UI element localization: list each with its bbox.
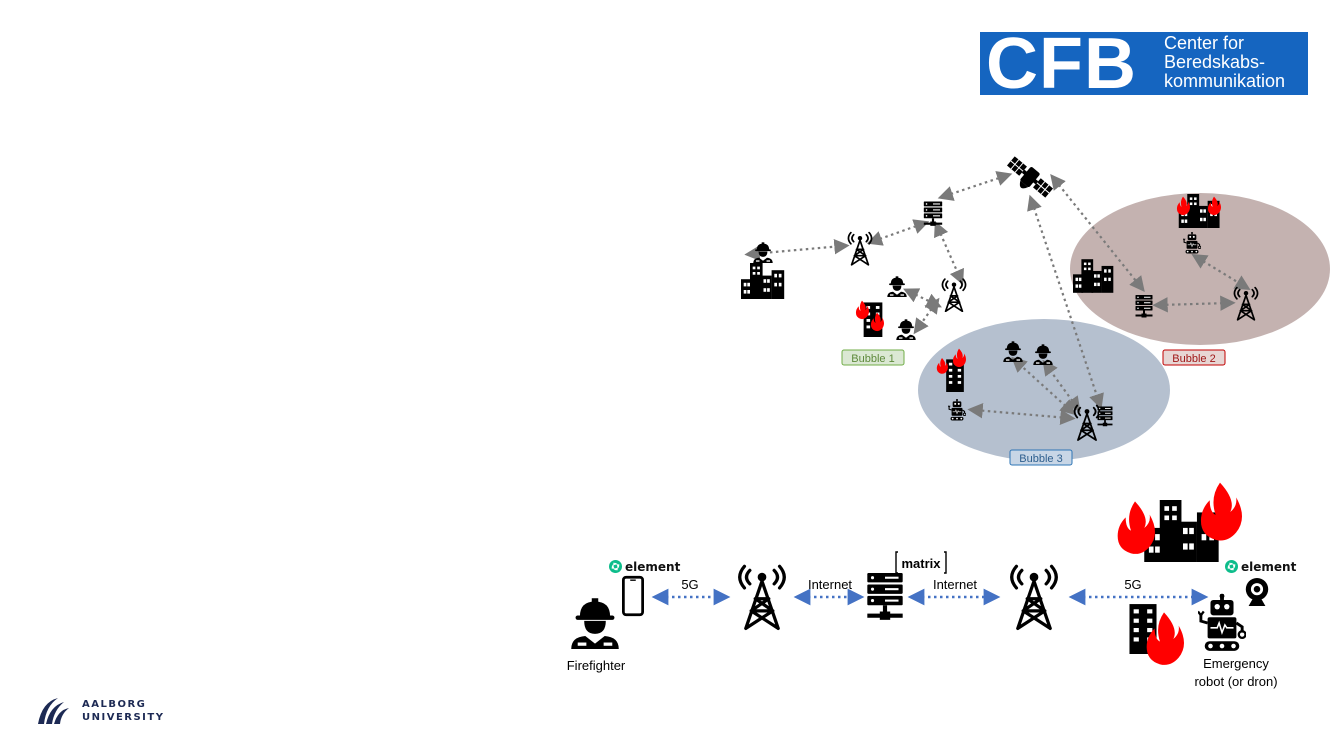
robot-icon: [1198, 592, 1246, 653]
aau-wave-icon: [38, 698, 69, 724]
cfb-logo-letters: CFB: [986, 24, 1137, 104]
matrix-server-icon: [867, 573, 903, 620]
cfb-logo: CFB Center for Beredskabs- kommunikation: [980, 26, 1308, 102]
webcam-icon: [1245, 578, 1269, 606]
aau-line-2: UNIVERSITY: [82, 712, 165, 723]
flame-icon: [1200, 482, 1242, 541]
bubble-1-label: Bubble 1: [851, 353, 894, 365]
cell-tower-right-icon: [1009, 564, 1059, 631]
link-5g-right-label: 5G: [1124, 577, 1141, 592]
robot-label-line-1: Emergency: [1203, 656, 1269, 671]
aau-logo: AALBORG UNIVERSITY: [36, 694, 166, 728]
robot-label-line-2: robot (or dron): [1194, 674, 1277, 689]
cell-tower-icon: [847, 231, 873, 266]
link-5g-left-label: 5G: [681, 577, 698, 592]
link-internet-left-label: Internet: [808, 577, 852, 592]
cfb-logo-text: Center for Beredskabs- kommunikation: [1164, 34, 1285, 91]
bubble-1-tag: [841, 349, 905, 366]
link-internet-right-label: Internet: [933, 577, 977, 592]
bubble-2-tag: [1162, 349, 1226, 366]
satellite-icon: [1005, 153, 1055, 202]
phone-icon: [622, 575, 644, 617]
flame-icon: [1117, 501, 1155, 554]
bubble-3-label: Bubble 3: [1019, 453, 1062, 465]
cfb-logo-line-2: Beredskabs-: [1164, 52, 1266, 72]
matrix-brackets: [895, 551, 947, 574]
city-icon: [741, 263, 785, 299]
element-right-label: element: [1241, 560, 1297, 574]
element-left-label: element: [625, 560, 681, 574]
aau-text: AALBORG UNIVERSITY: [82, 698, 164, 724]
cfb-logo-line-1: Center for: [1164, 33, 1245, 53]
cell-tower-left-icon: [737, 564, 787, 631]
firefighter-icon: [896, 319, 916, 340]
top-network-links: [744, 171, 1251, 426]
element-logo-icon: [1225, 560, 1238, 573]
server-icon: [923, 201, 943, 226]
cell-tower-icon: [941, 278, 967, 312]
element-logo-icon: [609, 560, 622, 573]
aau-line-1: AALBORG: [82, 699, 147, 710]
firefighter-icon: [887, 276, 907, 297]
bubble-2-label: Bubble 2: [1172, 353, 1215, 365]
matrix-label: matrix: [901, 556, 941, 571]
firefighter-icon: [571, 598, 619, 649]
firefighter-label: Firefighter: [567, 658, 626, 673]
cfb-logo-line-3: kommunikation: [1164, 71, 1286, 91]
bubble-3-tag: [1009, 449, 1073, 466]
firefighter-icon: [753, 242, 773, 263]
